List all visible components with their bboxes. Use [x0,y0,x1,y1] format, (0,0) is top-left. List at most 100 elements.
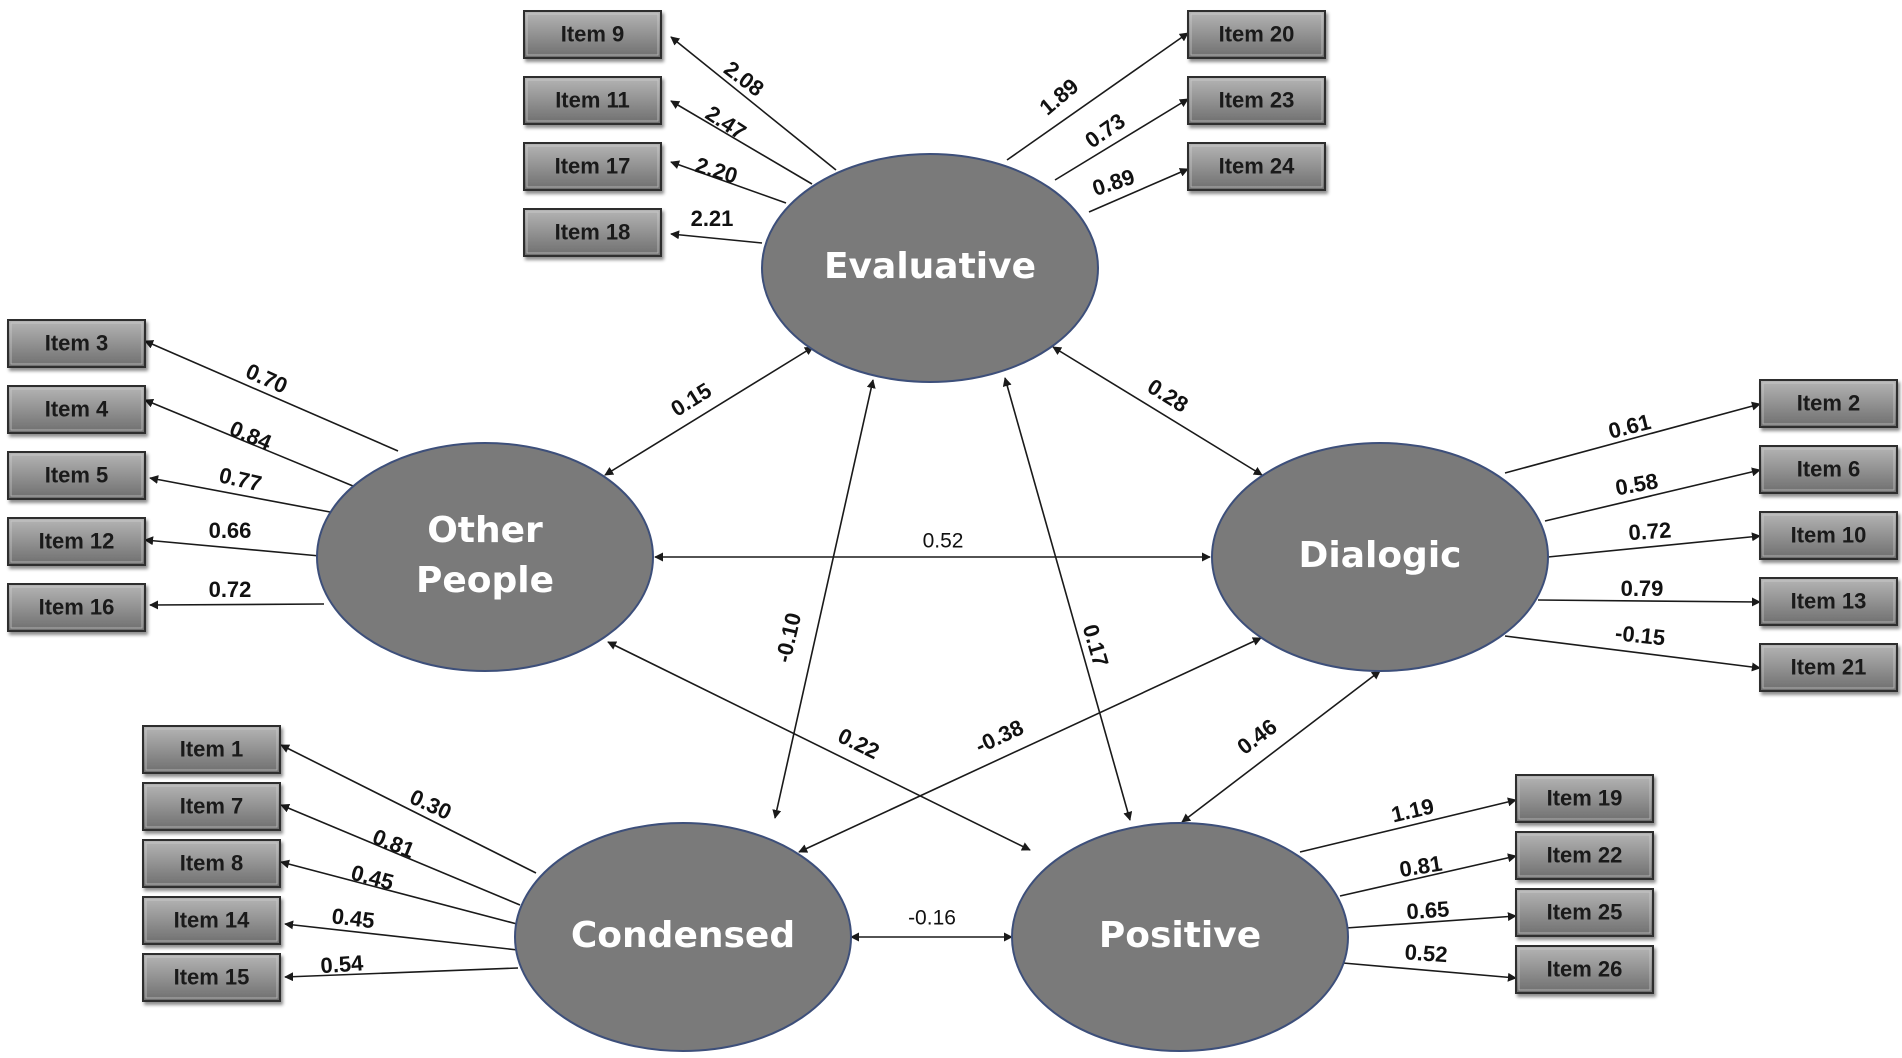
correlation-value-evaluative-dialogic: 0.28 [1143,374,1193,418]
loading-value-item-10: 0.72 [1628,517,1672,545]
item-bevel-item-9 [526,13,659,56]
item-label-item-11: Item 11 [555,87,630,112]
item-rect-item-15 [142,953,281,1002]
loading-arrow-item-20 [1006,32,1189,161]
correlation-value-evaluative-other-people: 0.15 [666,378,716,422]
loading-arrow-item-1 [280,744,537,874]
factor-label-condensed: Condensed [571,915,795,956]
loading-arrow-item-19 [1299,797,1517,853]
item-bevel-item-7 [145,785,278,828]
item-label-item-10: Item 10 [1791,522,1867,547]
item-label-item-18: Item 18 [555,219,631,244]
item-box-item-12: Item 12 [7,517,146,566]
item-label-item-5: Item 5 [45,462,109,487]
item-bevel-item-13 [1762,580,1895,623]
item-label-item-24: Item 24 [1219,153,1296,178]
factor-label-positive: Positive [1099,915,1261,956]
loading-arrow-item-3 [144,340,399,452]
item-box-item-26: Item 26 [1515,945,1654,994]
loading-value-item-15: 0.54 [320,950,365,978]
item-box-item-10: Item 10 [1759,511,1898,560]
item-label-item-3: Item 3 [45,330,109,355]
item-bevel-item-12 [10,520,143,563]
item-label-item-8: Item 8 [180,850,244,875]
loading-arrow-item-15 [284,967,519,982]
item-rect-item-22 [1515,831,1654,880]
item-rect-item-6 [1759,445,1898,494]
factor-label-evaluative: Evaluative [824,246,1036,287]
item-bevel-item-3 [10,322,143,365]
item-label-item-22: Item 22 [1547,842,1623,867]
item-box-item-1: Item 1 [142,725,281,774]
correlation-value-evaluative-positive: 0.17 [1078,622,1114,670]
item-box-item-25: Item 25 [1515,888,1654,937]
loading-arrow-item-8 [280,859,518,925]
item-bevel-item-22 [1518,834,1651,877]
item-rect-item-9 [523,10,662,59]
item-label-item-26: Item 26 [1547,956,1623,981]
item-rect-item-10 [1759,511,1898,560]
loading-arrow-item-7 [280,803,521,906]
item-box-item-22: Item 22 [1515,831,1654,880]
item-label-item-20: Item 20 [1219,21,1295,46]
loading-arrow-item-5 [149,475,331,513]
item-box-item-2: Item 2 [1759,379,1898,428]
loading-value-item-26: 0.52 [1404,939,1448,967]
loading-value-item-9: 2.08 [719,56,768,102]
loading-value-item-14: 0.45 [330,903,376,933]
loading-value-item-20: 1.89 [1034,73,1083,120]
loading-arrow-item-21 [1504,635,1761,672]
item-rect-item-14 [142,896,281,945]
loading-value-item-1: 0.30 [406,784,455,825]
item-box-item-3: Item 3 [7,319,146,368]
loading-arrow-item-12 [144,536,321,557]
loading-value-item-19: 1.19 [1389,793,1436,827]
item-label-item-12: Item 12 [39,528,115,553]
item-label-item-17: Item 17 [555,153,631,178]
item-label-item-16: Item 16 [39,594,115,619]
loading-arrow-item-22 [1339,853,1517,897]
item-box-item-4: Item 4 [7,385,146,434]
loading-arrow-item-23 [1054,98,1189,181]
item-box-item-23: Item 23 [1187,76,1326,125]
item-box-item-14: Item 14 [142,896,281,945]
item-box-item-21: Item 21 [1759,643,1898,692]
loading-arrow-item-26 [1342,962,1517,982]
loading-value-item-16: 0.72 [209,577,252,602]
item-box-item-5: Item 5 [7,451,146,500]
factor-dialogic: Dialogic [1211,442,1549,672]
correlation-value-evaluative-condensed: -0.10 [771,610,807,664]
loading-value-item-4: 0.84 [226,416,276,456]
item-bevel-item-25 [1518,891,1651,934]
item-label-item-4: Item 4 [45,396,109,421]
item-box-item-16: Item 16 [7,583,146,632]
item-bevel-item-10 [1762,514,1895,557]
item-bevel-item-18 [526,211,659,254]
loading-value-item-18: 2.21 [691,206,734,231]
item-box-item-11: Item 11 [523,76,662,125]
item-rect-item-26 [1515,945,1654,994]
factor-label-dialogic: Dialogic [1298,535,1461,576]
factor-positive: Positive [1011,822,1349,1052]
item-box-item-7: Item 7 [142,782,281,831]
item-box-item-13: Item 13 [1759,577,1898,626]
loading-value-item-11: 2.47 [701,100,751,144]
item-label-item-9: Item 9 [561,21,625,46]
loading-arrow-item-13 [1537,597,1761,607]
item-layer: Item 9 Item 11 Item 17 Item 18 Item 20 Item 2… [7,10,1898,1002]
correlation-value-other-people-dialogic: 0.52 [923,530,964,553]
factor-label-other-people: People [416,560,554,601]
loading-value-item-22: 0.81 [1398,851,1444,882]
item-bevel-item-20 [1190,13,1323,56]
loading-value-item-23: 0.73 [1080,108,1129,153]
correlation-arrow-evaluative-other-people [604,346,814,476]
item-rect-item-3 [7,319,146,368]
item-rect-item-18 [523,208,662,257]
item-box-item-18: Item 18 [523,208,662,257]
item-bevel-item-23 [1190,79,1323,122]
item-rect-item-20 [1187,10,1326,59]
item-label-item-21: Item 21 [1791,654,1867,679]
item-label-item-7: Item 7 [180,793,244,818]
